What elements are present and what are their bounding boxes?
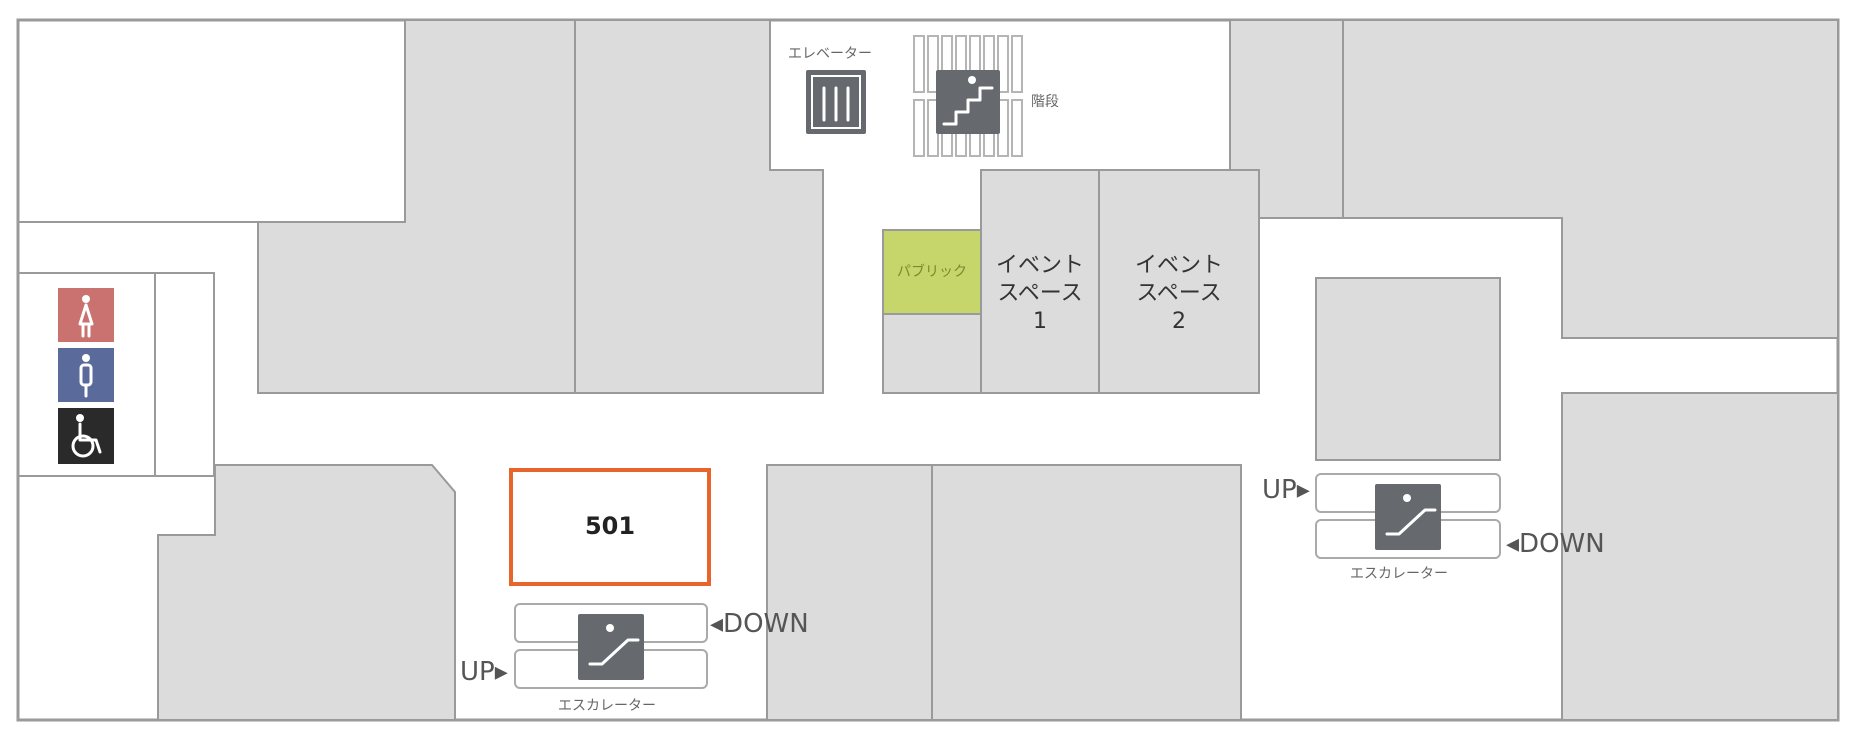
room-501[interactable]	[509, 468, 711, 586]
event-space-1-line3: 1	[1033, 309, 1047, 334]
shop-block-bottom-center-a[interactable]	[766, 464, 933, 721]
escalator-right-down: ◂DOWN	[1506, 529, 1605, 559]
shop-block-bottom-center-b[interactable]	[931, 464, 1242, 721]
event-space-2[interactable]	[1098, 169, 1260, 394]
stairs-icon[interactable]	[936, 70, 1000, 134]
event-space-1[interactable]	[980, 169, 1100, 394]
public-label: パブリック	[897, 263, 967, 280]
shop-block-right-mid[interactable]	[1315, 277, 1501, 461]
escalator-left-down: ◂DOWN	[710, 609, 809, 639]
elevator-icon[interactable]	[806, 70, 866, 134]
escalator-left-label: エスカレーター	[558, 698, 656, 714]
stairs-label: 階段	[1031, 94, 1059, 110]
shop-block-top-right-b[interactable]	[1342, 19, 1839, 339]
female-restroom-icon[interactable]	[58, 288, 114, 342]
wheelchair-accessible-icon[interactable]	[58, 408, 114, 464]
male-restroom-icon[interactable]	[58, 348, 114, 402]
escalator-right[interactable]	[1315, 473, 1501, 559]
room-501-label: 501	[585, 512, 635, 540]
escalator-left-up: UP▸	[460, 657, 508, 687]
event-space-1-line1: イベント	[996, 253, 1084, 278]
shop-block-top-center[interactable]	[574, 19, 824, 394]
event-space-2-line1: イベント	[1135, 253, 1223, 278]
escalator-left[interactable]	[514, 603, 708, 689]
restroom-area	[17, 272, 215, 477]
escalator-right-up: UP▸	[1262, 475, 1310, 505]
shop-block-right-lower[interactable]	[1561, 392, 1839, 721]
event-space-2-line2: スペース	[1136, 281, 1221, 306]
event-space-2-line3: 2	[1172, 309, 1186, 334]
escalator-right-label: エスカレーター	[1350, 566, 1448, 582]
shop-block-bottom-left[interactable]	[157, 464, 456, 721]
elevator-label: エレベーター	[788, 46, 872, 62]
event-space-1-line2: スペース	[997, 281, 1082, 306]
